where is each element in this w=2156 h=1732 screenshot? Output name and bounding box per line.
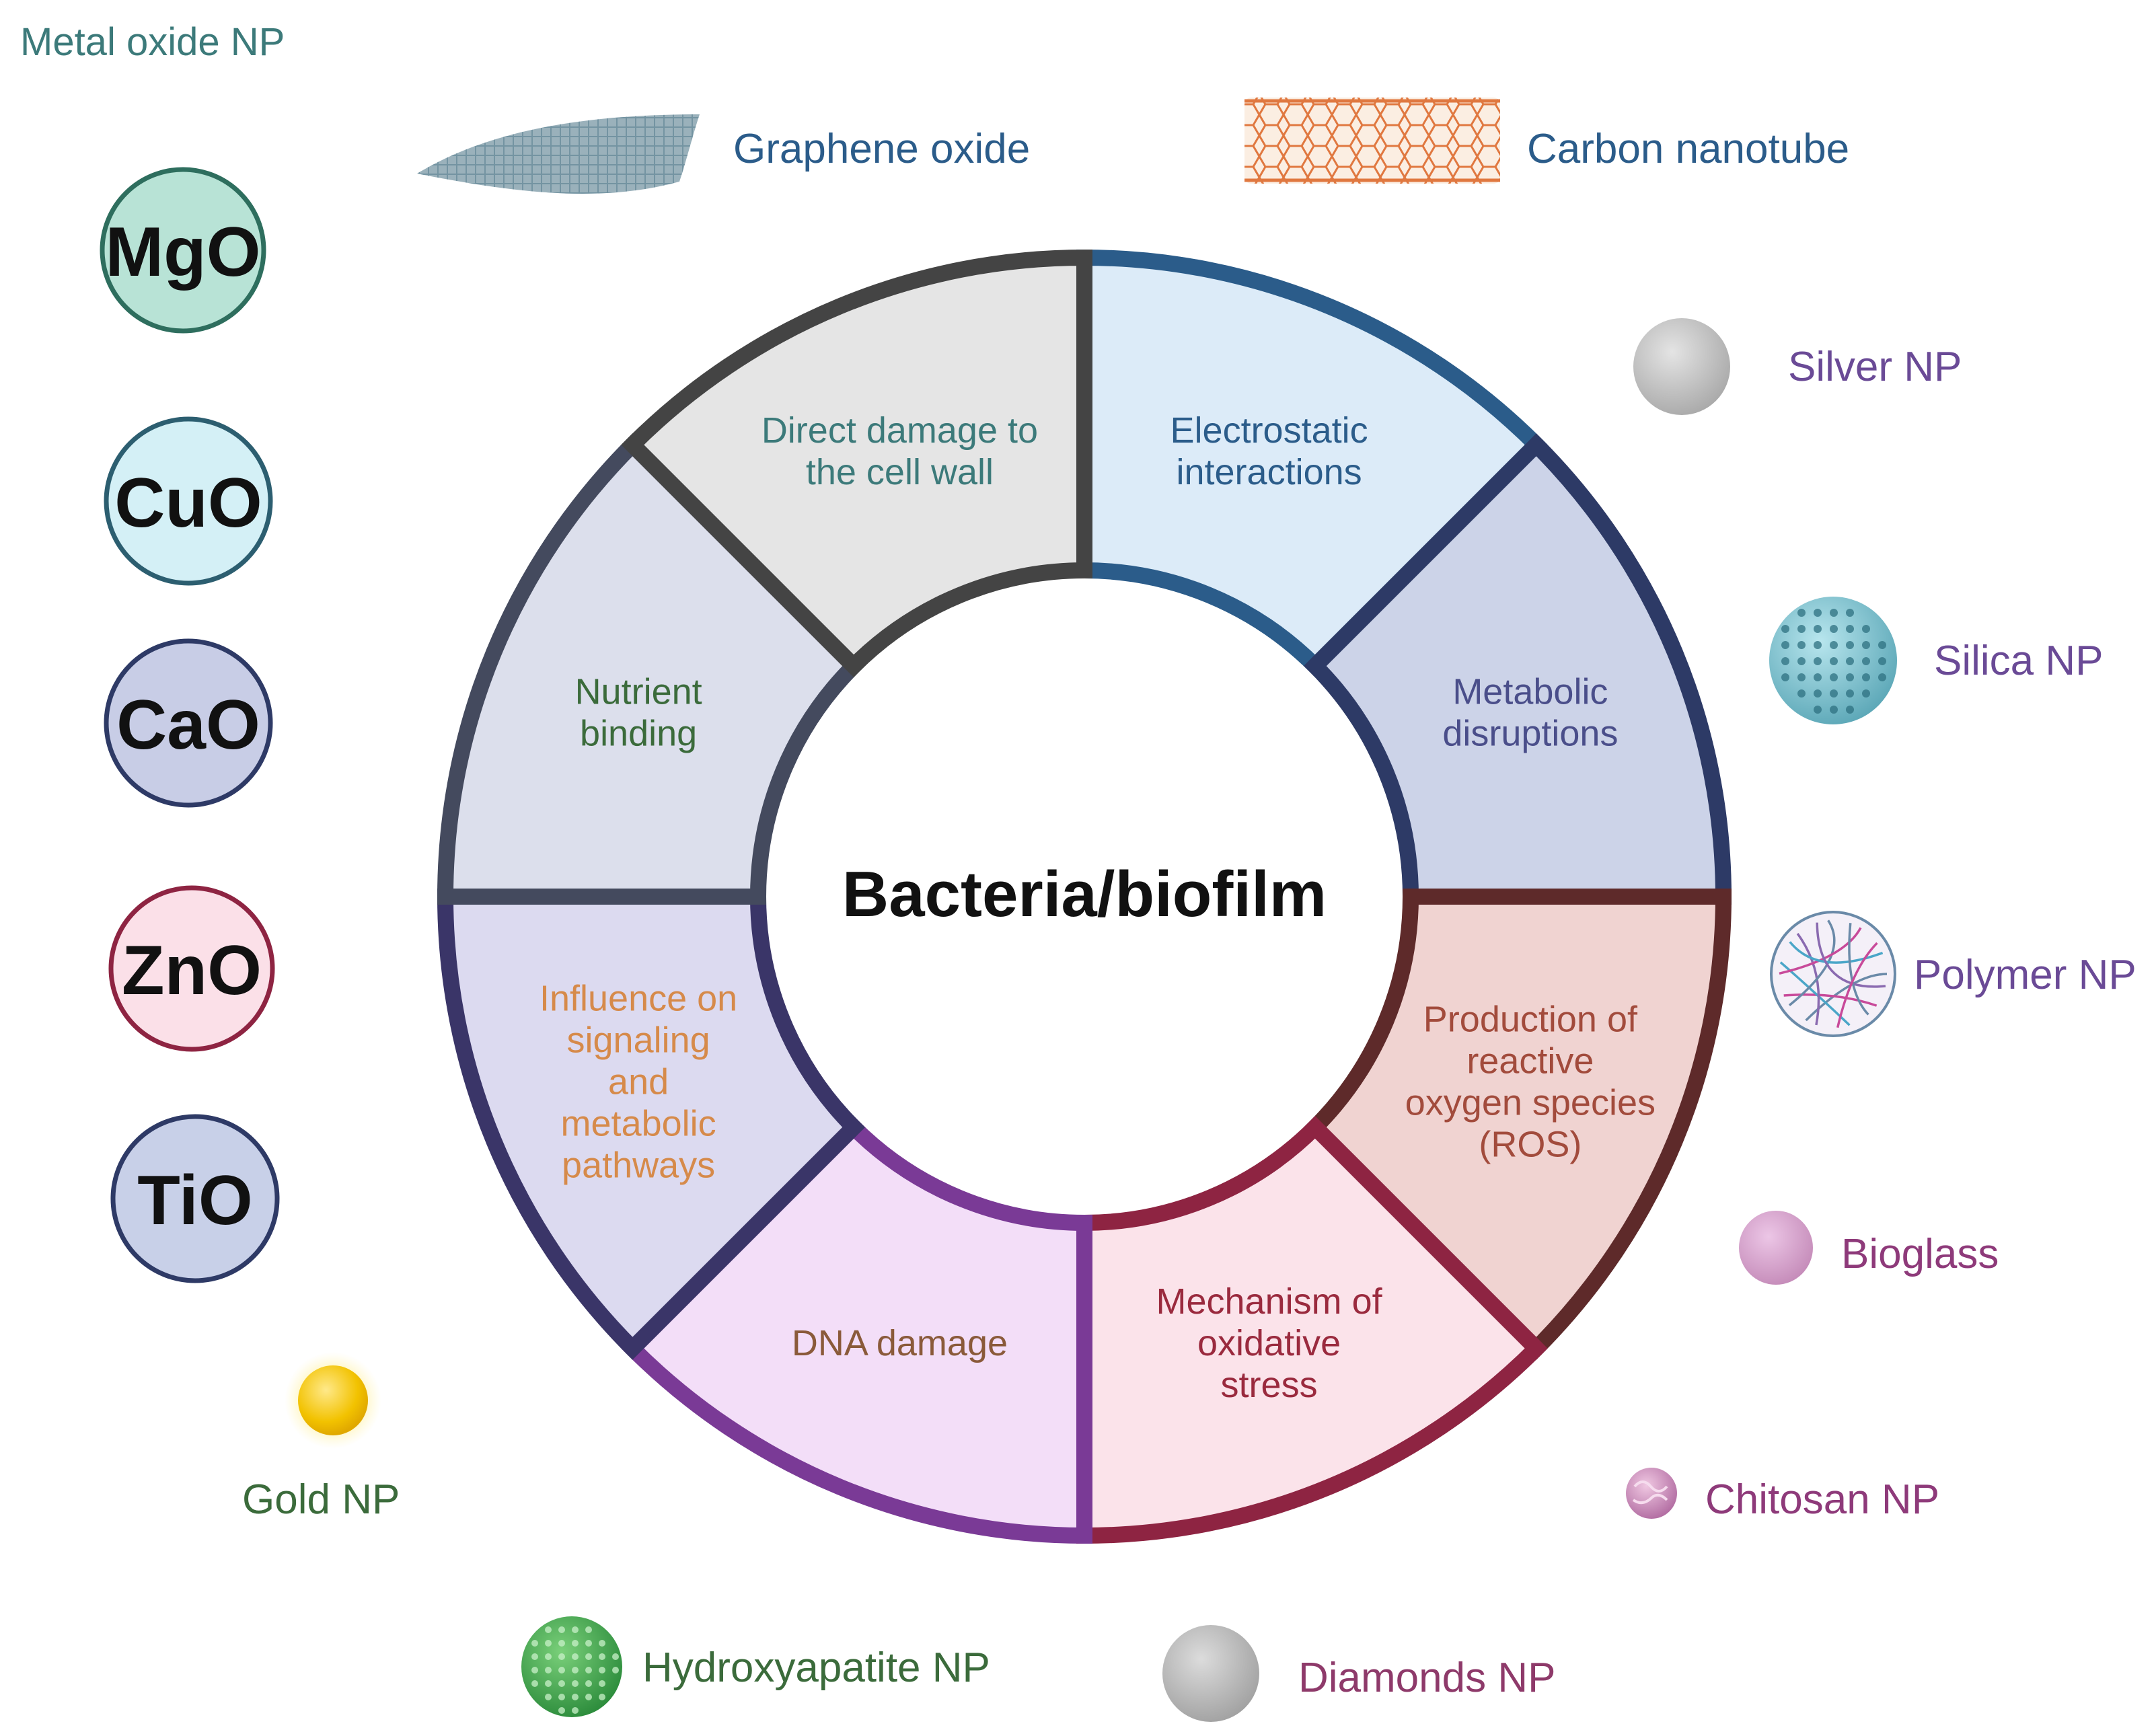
segment-dna: DNA damage bbox=[621, 1115, 1092, 1544]
segment-signaling-label-line: signaling bbox=[567, 1020, 710, 1060]
segment-nutrient-shape bbox=[437, 433, 866, 905]
segment-oxidative-label-line: Mechanism of bbox=[1156, 1281, 1383, 1322]
segment-electrostatic-label-line: interactions bbox=[1176, 452, 1362, 492]
segment-oxidative-label-line: oxidative bbox=[1197, 1323, 1341, 1363]
gold-np-label: Gold NP bbox=[242, 1476, 400, 1523]
segment-metabolic-label-line: Metabolic bbox=[1452, 671, 1608, 712]
segment-cellwall-shape bbox=[621, 249, 1092, 678]
segment-signaling-label-line: pathways bbox=[562, 1145, 715, 1185]
segment-ros-shape bbox=[1303, 889, 1732, 1360]
metal-oxide-list: MgO CuO CaO ZnO TiO bbox=[100, 167, 280, 1283]
segment-signaling-shape bbox=[437, 889, 866, 1360]
metal-oxide-cuo-circle bbox=[104, 416, 273, 586]
polymer-np-label: Polymer NP bbox=[1914, 952, 2136, 998]
metal-oxide-tio-label: TiO bbox=[137, 1162, 252, 1240]
metal-oxide-tio: TiO bbox=[110, 1114, 280, 1283]
metal-oxide-cuo: CuO bbox=[104, 416, 273, 586]
metal-oxide-zno-label: ZnO bbox=[122, 932, 262, 1010]
metal-oxide-tio-circle bbox=[110, 1114, 280, 1283]
graphene-oxide-item: Graphene oxide bbox=[417, 114, 1030, 194]
segment-signaling-label-line: and bbox=[608, 1061, 669, 1102]
metal-oxide-mgo-circle bbox=[100, 167, 266, 334]
metal-oxide-mgo: MgO bbox=[100, 167, 266, 334]
polymer-np-item: Polymer NP bbox=[1770, 911, 2136, 1037]
silver-np-icon bbox=[1633, 318, 1730, 415]
segment-signaling-label-line: metabolic bbox=[561, 1103, 716, 1143]
bioglass-item: Bioglass bbox=[1739, 1211, 1999, 1285]
silver-np-label: Silver NP bbox=[1788, 344, 1962, 390]
metal-oxide-header: Metal oxide NP bbox=[20, 20, 285, 64]
metal-oxide-cao-label: CaO bbox=[116, 686, 260, 764]
hydroxyapatite-np-item: Hydroxyapatite NP bbox=[521, 1616, 990, 1717]
segment-nutrient-label-line: binding bbox=[580, 713, 697, 753]
metal-oxide-zno: ZnO bbox=[108, 885, 275, 1052]
polymer-np-icon bbox=[1770, 911, 1896, 1037]
segment-electrostatic-shape bbox=[1076, 249, 1548, 678]
bioglass-label: Bioglass bbox=[1841, 1231, 1999, 1277]
diamonds-np-label: Diamonds NP bbox=[1298, 1655, 1555, 1701]
segment-metabolic-label-line: disruptions bbox=[1442, 713, 1618, 753]
gold-np-icon bbox=[298, 1365, 368, 1435]
silica-np-icon bbox=[1769, 597, 1897, 724]
segment-ros-label-line: Production of bbox=[1423, 999, 1638, 1039]
metal-oxide-cao: CaO bbox=[104, 638, 273, 808]
center-circle bbox=[774, 586, 1395, 1207]
carbon-nanotube-icon bbox=[1244, 98, 1500, 184]
gold-np-item: Gold NP bbox=[242, 1352, 400, 1523]
segment-nutrient-label-line: Nutrient bbox=[575, 671, 702, 712]
segment-cellwall-label-line: Direct damage to bbox=[761, 410, 1038, 451]
segment-dna-shape bbox=[621, 1115, 1092, 1544]
diamonds-np-item: Diamonds NP bbox=[1162, 1625, 1555, 1722]
silica-np-label: Silica NP bbox=[1934, 638, 2104, 684]
segment-ros-label-line: (ROS) bbox=[1479, 1124, 1582, 1164]
chitosan-np-item: Chitosan NP bbox=[1626, 1468, 1939, 1523]
segment-oxidative-shape bbox=[1076, 1115, 1548, 1544]
bioglass-icon bbox=[1739, 1211, 1813, 1285]
chitosan-np-icon bbox=[1626, 1468, 1677, 1519]
segment-ros-label-line: oxygen species bbox=[1405, 1082, 1656, 1123]
metal-oxide-cuo-label: CuO bbox=[114, 464, 262, 542]
carbon-nanotube-label: Carbon nanotube bbox=[1527, 126, 1849, 172]
center-label: Bacteria/biofilm bbox=[842, 858, 1327, 930]
segment-signaling-label-line: Influence on bbox=[540, 978, 737, 1018]
segment-ros-label-line: reactive bbox=[1466, 1041, 1594, 1081]
segment-dna-label: DNA damage bbox=[792, 1323, 1008, 1363]
carbon-nanotube-item: Carbon nanotube bbox=[1244, 98, 1849, 184]
segment-cellwall-label-line: the cell wall bbox=[806, 452, 994, 492]
metal-oxide-zno-circle bbox=[108, 885, 275, 1052]
silver-np-item: Silver NP bbox=[1633, 318, 1962, 415]
chitosan-np-label: Chitosan NP bbox=[1705, 1476, 1939, 1523]
segment-dna-label-line: DNA damage bbox=[792, 1323, 1008, 1363]
diamonds-np-icon bbox=[1162, 1625, 1259, 1722]
graphene-sheet-icon bbox=[417, 114, 700, 194]
segment-electrostatic-label-line: Electrostatic bbox=[1170, 410, 1368, 451]
segment-oxidative-label-line: stress bbox=[1221, 1365, 1318, 1405]
metal-oxide-cao-circle bbox=[104, 638, 273, 808]
metal-oxide-mgo-label: MgO bbox=[105, 213, 260, 291]
silica-np-item: Silica NP bbox=[1769, 597, 2104, 724]
hydroxyapatite-np-icon bbox=[521, 1616, 622, 1717]
graphene-oxide-label: Graphene oxide bbox=[733, 126, 1030, 172]
segment-metabolic-shape bbox=[1303, 433, 1732, 905]
hydroxyapatite-np-label: Hydroxyapatite NP bbox=[642, 1645, 990, 1691]
